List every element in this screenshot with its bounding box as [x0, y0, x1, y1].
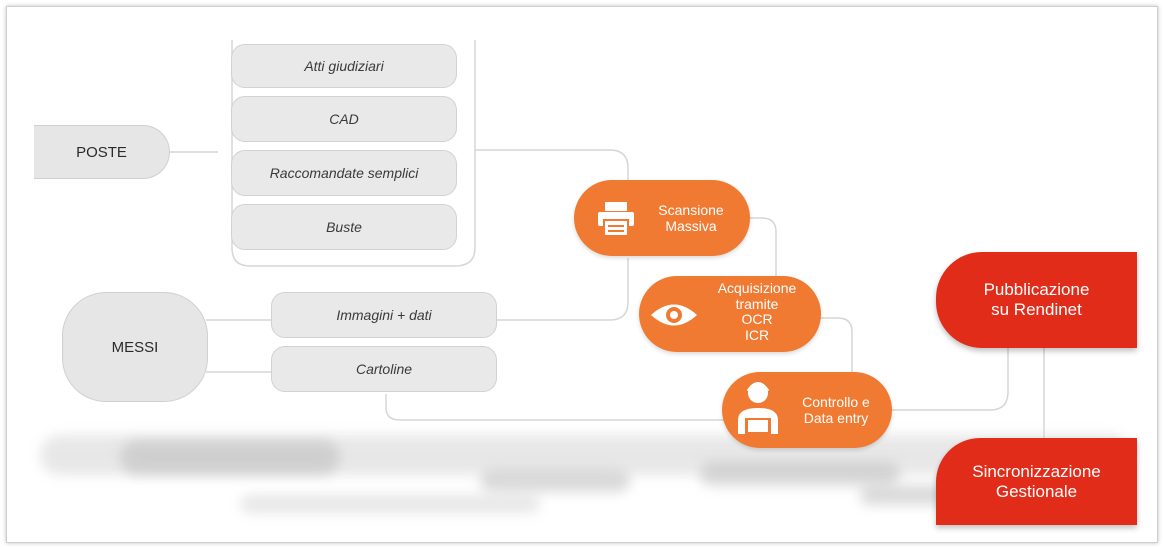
item-label: Atti giudiziari	[304, 58, 384, 74]
operator-icon	[738, 382, 778, 434]
poste-item: Raccomandate semplici	[231, 150, 457, 196]
acq-line1: Acquisizione	[717, 280, 797, 296]
messi-item: Cartoline	[271, 346, 497, 392]
messi-item: Immagini + dati	[271, 292, 497, 338]
sync-line2: Gestionale	[995, 481, 1078, 501]
sync-node: Sincronizzazione Gestionale	[936, 438, 1137, 525]
pub-line2: su Rendinet	[991, 300, 1082, 319]
messi-node: MESSI	[62, 292, 208, 402]
poste-item: Buste	[231, 204, 457, 250]
poste-item: Atti giudiziari	[231, 44, 457, 88]
item-label: Cartoline	[355, 361, 413, 377]
printer-icon	[598, 202, 634, 237]
acquisition-node: Acquisizione tramite OCR ICR	[639, 276, 821, 352]
item-label: CAD	[329, 111, 359, 127]
publication-node: Pubblicazione su Rendinet	[936, 252, 1137, 348]
scan-line1: Scansione	[658, 202, 724, 218]
messi-label: MESSI	[111, 338, 159, 356]
check-line1: Controllo e	[802, 394, 870, 410]
sync-line1: Sincronizzazione	[972, 461, 1101, 481]
item-label: Immagini + dati	[336, 307, 432, 323]
eye-icon	[651, 304, 697, 326]
item-label: Raccomandate semplici	[269, 165, 419, 181]
poste-item: CAD	[231, 96, 457, 142]
pub-line1: Pubblicazione	[983, 280, 1090, 299]
scan-node: Scansione Massiva	[574, 180, 750, 256]
acq-line2: tramite	[735, 295, 779, 312]
poste-node: POSTE	[34, 125, 170, 179]
acq-line4: ICR	[744, 326, 770, 343]
item-label: Buste	[326, 219, 362, 235]
poste-label: POSTE	[76, 143, 127, 161]
scan-line2: Massiva	[665, 218, 717, 234]
acq-line3: OCR	[741, 311, 773, 327]
check-node: Controllo e Data entry	[722, 372, 892, 448]
check-line2: Data entry	[803, 410, 869, 426]
